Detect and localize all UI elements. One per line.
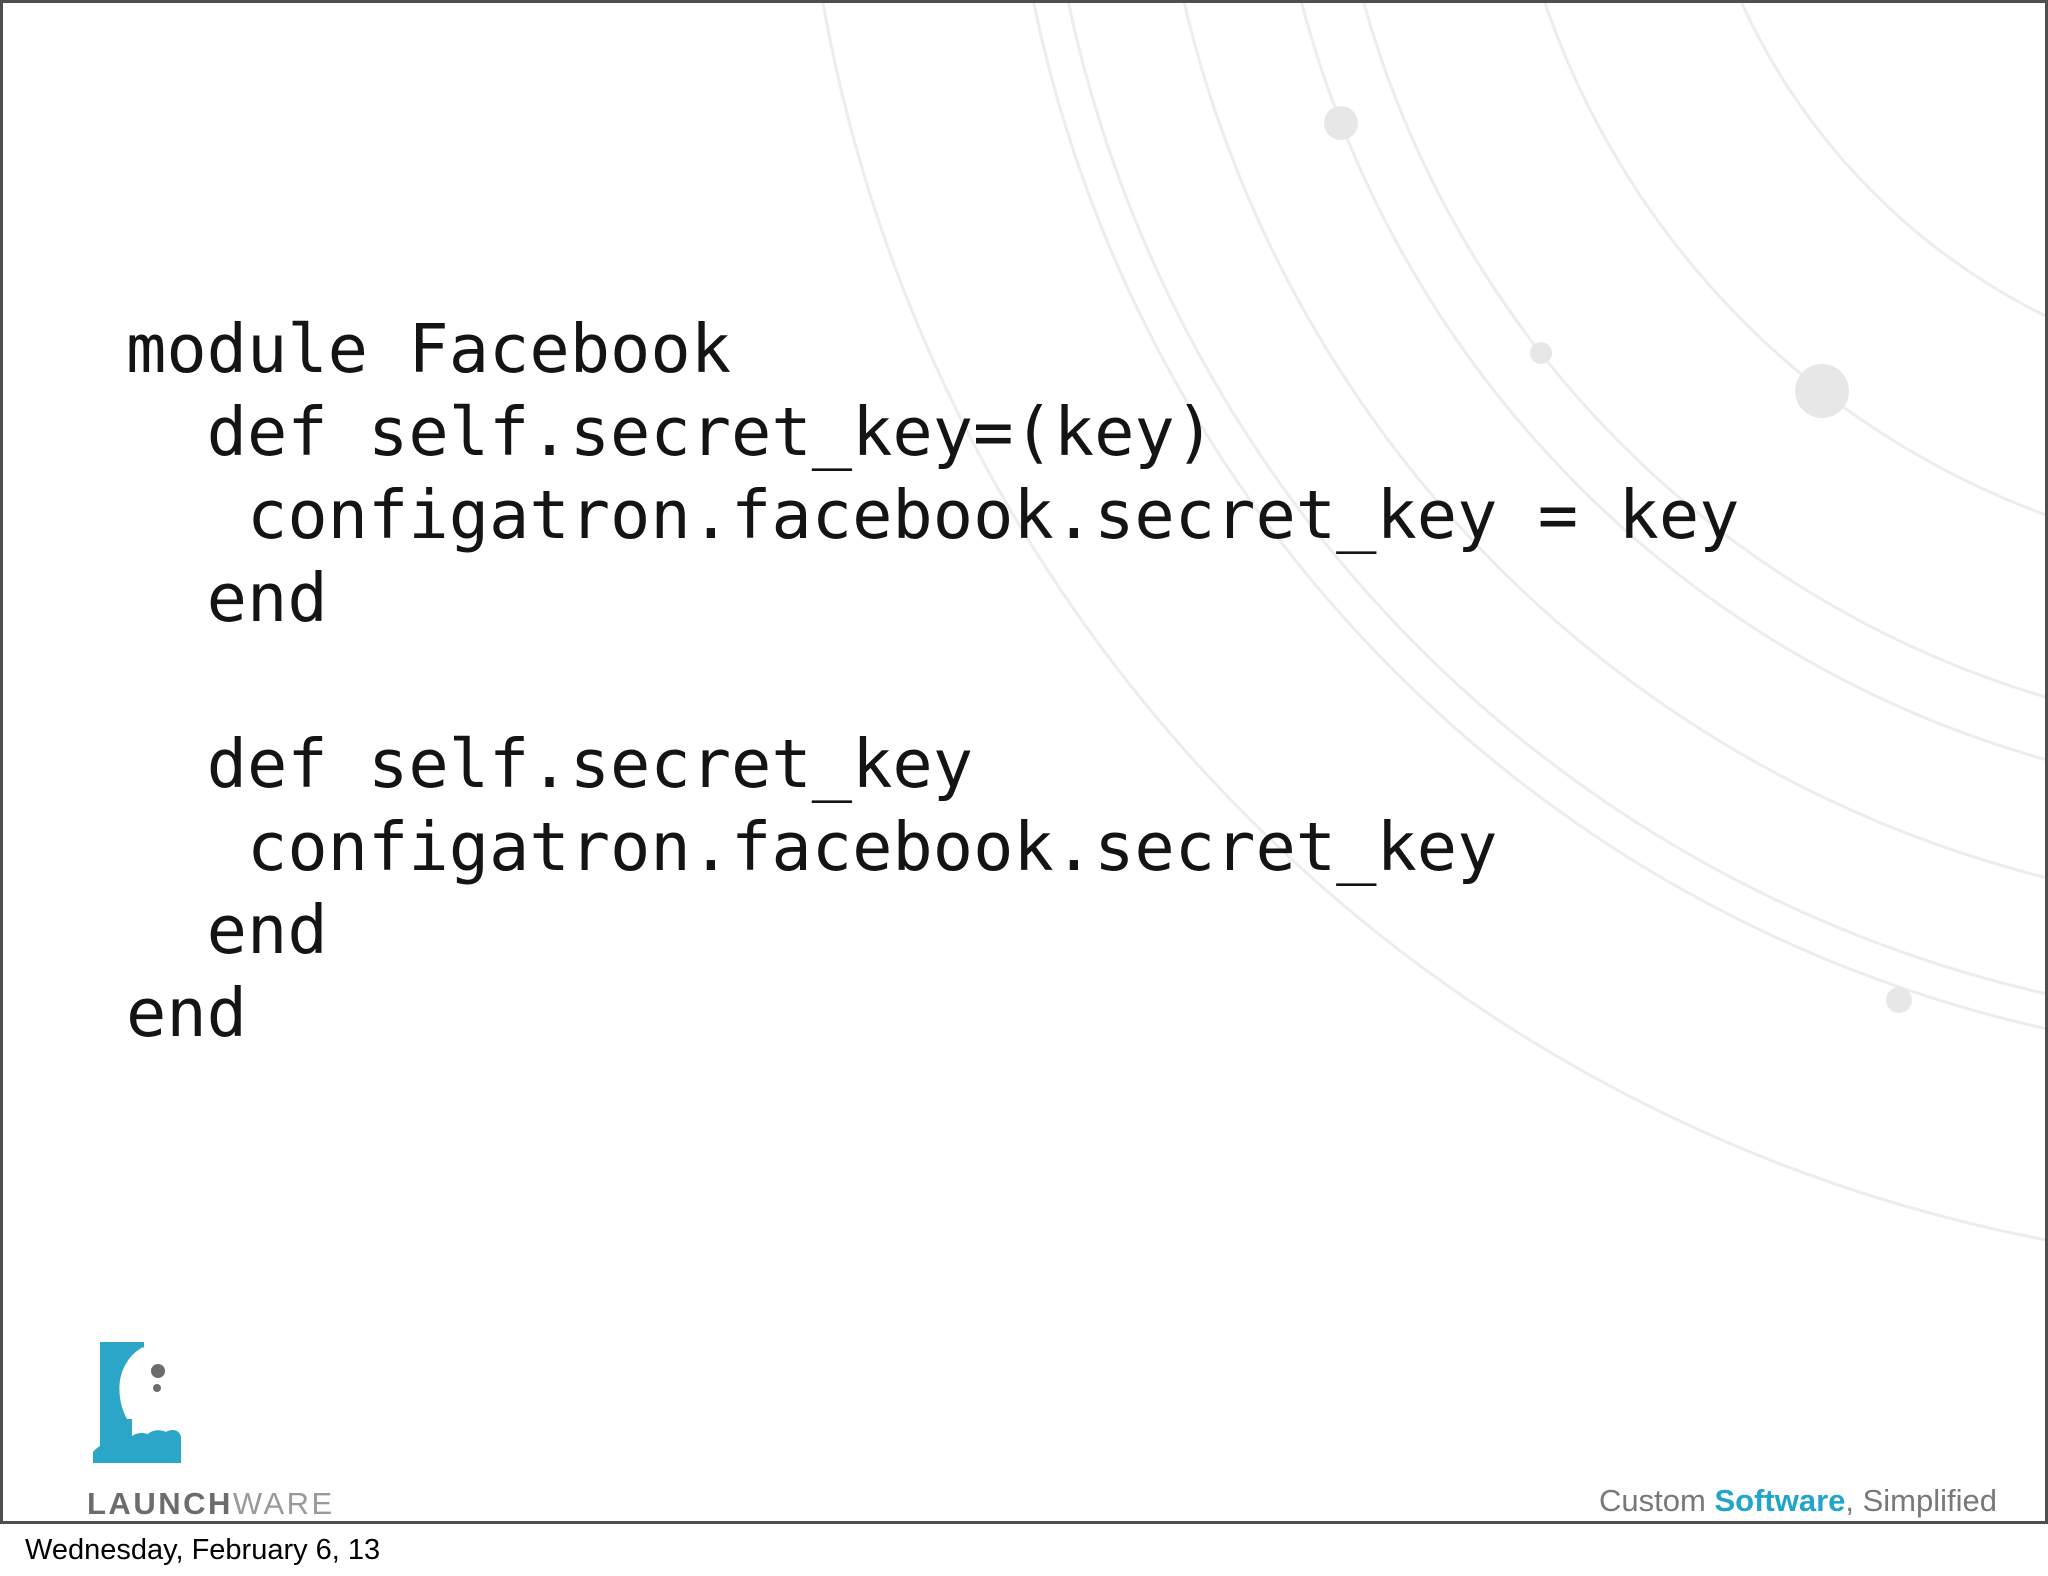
orbit-planet-icon — [1886, 987, 1912, 1013]
orbit-background — [821, 3, 2045, 1241]
rocket-cutout-icon — [119, 1347, 154, 1419]
date-caption: Wednesday, February 6, 13 — [25, 1534, 381, 1566]
brand-wordmark: LAUNCHWARE — [87, 1486, 347, 1521]
orbit-planet-icon — [1795, 364, 1849, 418]
slide-canvas: module Facebook def self.secret_key=(key… — [0, 0, 2048, 1524]
date-strip: Wednesday, February 6, 13 — [0, 1524, 2048, 1576]
launchware-logo: LAUNCHWARE — [87, 1342, 347, 1521]
rocket-l-icon — [93, 1342, 181, 1463]
tagline-simplified: , Simplified — [1845, 1483, 1997, 1518]
rocket-window-dot-icon — [151, 1364, 165, 1378]
brand-wordmark-ware: WARE — [232, 1486, 335, 1521]
brand-wordmark-launch: LAUNCH — [87, 1486, 233, 1521]
orbit-planet-icon — [1324, 106, 1358, 140]
orbit-planet-icon — [1530, 342, 1552, 364]
tagline: Custom Software, Simplified — [1599, 1483, 1997, 1519]
code-block: module Facebook def self.secret_key=(key… — [126, 310, 1740, 1052]
tagline-software: Software — [1714, 1483, 1846, 1518]
tagline-custom: Custom — [1599, 1483, 1715, 1518]
rocket-window-dot-icon — [153, 1384, 161, 1392]
